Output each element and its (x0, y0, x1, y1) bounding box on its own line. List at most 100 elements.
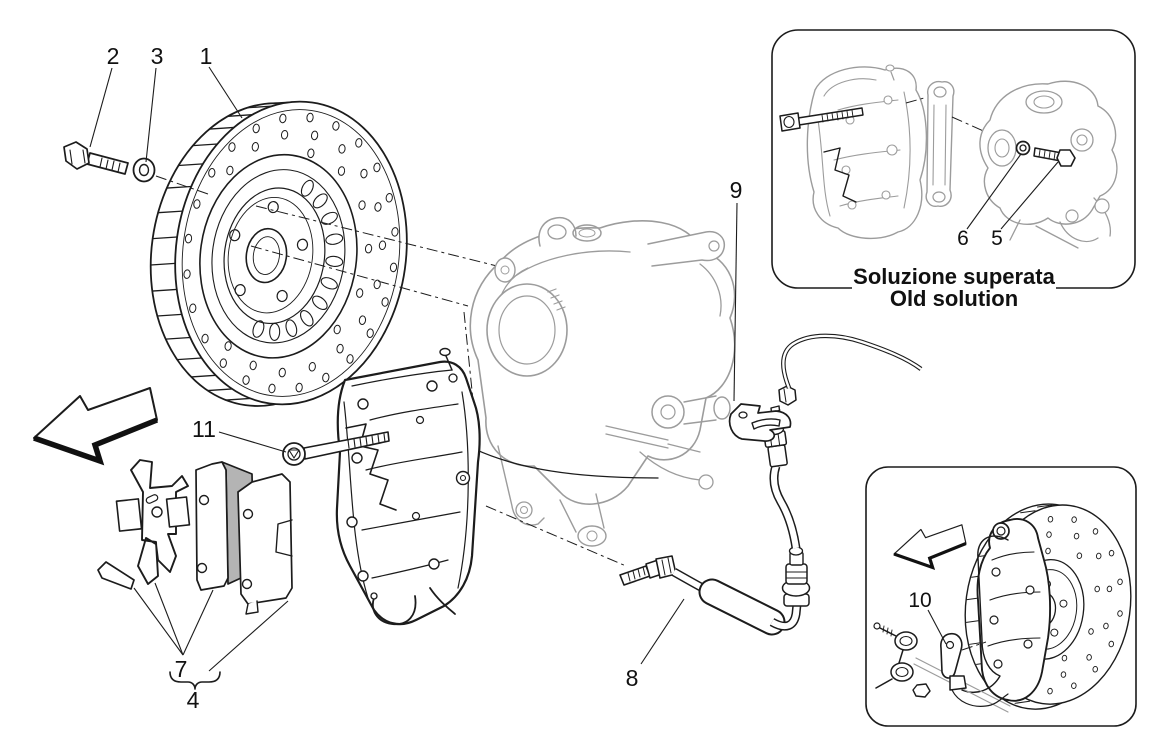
drill-hole (296, 238, 309, 251)
vent-slot (156, 313, 183, 317)
callout-6-label[interactable]: 6 (957, 227, 969, 250)
direction-arrow-icon (33, 387, 159, 466)
drill-hole (1045, 547, 1051, 555)
axis-line-washer (155, 175, 209, 195)
drill-hole (1076, 552, 1083, 559)
detail-inset: 10 (865, 466, 1137, 727)
inset-old-caliper-illustration (806, 64, 928, 240)
vent-slot (177, 163, 204, 167)
drill-hole (355, 138, 363, 148)
axis-line-hose (485, 505, 627, 567)
drill-hole (1047, 687, 1053, 695)
inset-bolt-illustration (1033, 147, 1076, 167)
drill-hole (373, 279, 381, 290)
callout-1-label[interactable]: 1 (200, 43, 213, 69)
drill-hole (366, 328, 374, 338)
drill-hole (242, 375, 250, 385)
drill-hole (228, 142, 236, 152)
drill-hole (378, 240, 387, 251)
old-solution-title-english: Old solution (890, 286, 1018, 311)
rigid-brake-pipe (781, 333, 923, 389)
drill-hole (337, 166, 346, 176)
disc-bolt-illustration (63, 141, 129, 175)
callout-5-label[interactable]: 5 (991, 227, 1003, 250)
inset-old-bolt-illustration (779, 107, 864, 132)
drill-hole (338, 144, 346, 154)
drill-hole (322, 372, 330, 383)
drill-hole (385, 192, 393, 203)
caliper-pipe-stub (429, 587, 456, 615)
drill-hole (1086, 654, 1092, 661)
old-solution-inset: 6 5 Soluzione superata Old solution (771, 29, 1136, 312)
callout-7-label[interactable]: 7 (175, 656, 188, 682)
drill-hole (1095, 552, 1102, 560)
disc-bell-vents (252, 179, 344, 341)
drill-hole (251, 142, 259, 152)
drill-hole (308, 361, 316, 372)
drill-hole (1092, 528, 1099, 535)
drill-hole (249, 360, 257, 371)
drill-hole (333, 324, 341, 335)
vent-slot (176, 357, 203, 361)
vent-slot (165, 336, 191, 340)
drill-hole (358, 315, 367, 325)
drill-hole (373, 162, 381, 173)
washer-illustration (132, 157, 156, 183)
disc-bolt-holes (229, 200, 309, 303)
drill-hole (1073, 532, 1080, 540)
drill-hole (208, 168, 216, 178)
inset-leader-lines (966, 153, 1059, 230)
brake-pad-outer-illustration (237, 473, 293, 615)
drill-hole (267, 200, 279, 214)
drill-hole (278, 367, 286, 378)
drill-hole (1071, 682, 1077, 689)
drill-hole (184, 233, 193, 244)
bell-vent (325, 233, 344, 245)
hose-clip-illustration (728, 403, 792, 442)
drill-hole (276, 289, 288, 303)
brake-caliper-illustration (335, 347, 481, 626)
drill-hole (1117, 610, 1123, 617)
bell-vent (299, 310, 314, 327)
drill-hole (295, 382, 303, 393)
caliper-pipe-loop (372, 595, 417, 626)
inset-old-bracket-illustration (925, 80, 955, 207)
bell-vent (320, 277, 338, 290)
inset-title-backplate (852, 262, 1056, 312)
drill-hole (1047, 516, 1054, 523)
drill-hole (356, 288, 364, 298)
drill-hole (1094, 585, 1100, 593)
callout-10-label[interactable]: 10 (908, 589, 931, 612)
vent-slot (192, 143, 219, 147)
disc-vent-slots (150, 101, 293, 401)
vent-slot (1014, 700, 1031, 704)
drill-hole (374, 202, 382, 212)
callout-leader-lines (89, 66, 738, 665)
brake-hose-illustration (619, 333, 923, 636)
hub-carrier-illustration (469, 216, 736, 547)
vent-slot (152, 236, 178, 240)
drill-hole (358, 200, 366, 210)
callout-4-label[interactable]: 4 (187, 687, 200, 713)
old-solution-title-italian: Soluzione superata (853, 264, 1055, 289)
callout-9-label[interactable]: 9 (730, 177, 743, 203)
callout-3-label[interactable]: 3 (151, 43, 164, 69)
pad-retainer-spring-detail (345, 423, 397, 511)
callout-2-label[interactable]: 2 (107, 43, 120, 69)
caliper-bolt-illustration (282, 431, 390, 466)
vent-slot (225, 397, 252, 401)
inset-axis-line (961, 641, 987, 651)
pad-pin-illustration (97, 561, 135, 590)
vent-slot (1037, 504, 1053, 508)
drill-hole (268, 383, 276, 394)
inset-leader-line-10 (927, 609, 947, 645)
inset-caliper-illustration (961, 518, 1052, 702)
inset-washer-illustration (1015, 140, 1031, 156)
drill-hole (193, 199, 201, 209)
callout-8-label[interactable]: 8 (626, 665, 639, 691)
drill-hole (1108, 640, 1115, 648)
drill-hole (280, 129, 289, 140)
bell-vent (252, 320, 265, 338)
callout-11-label[interactable]: 11 (192, 416, 216, 442)
brake-disc-illustration (149, 100, 408, 407)
